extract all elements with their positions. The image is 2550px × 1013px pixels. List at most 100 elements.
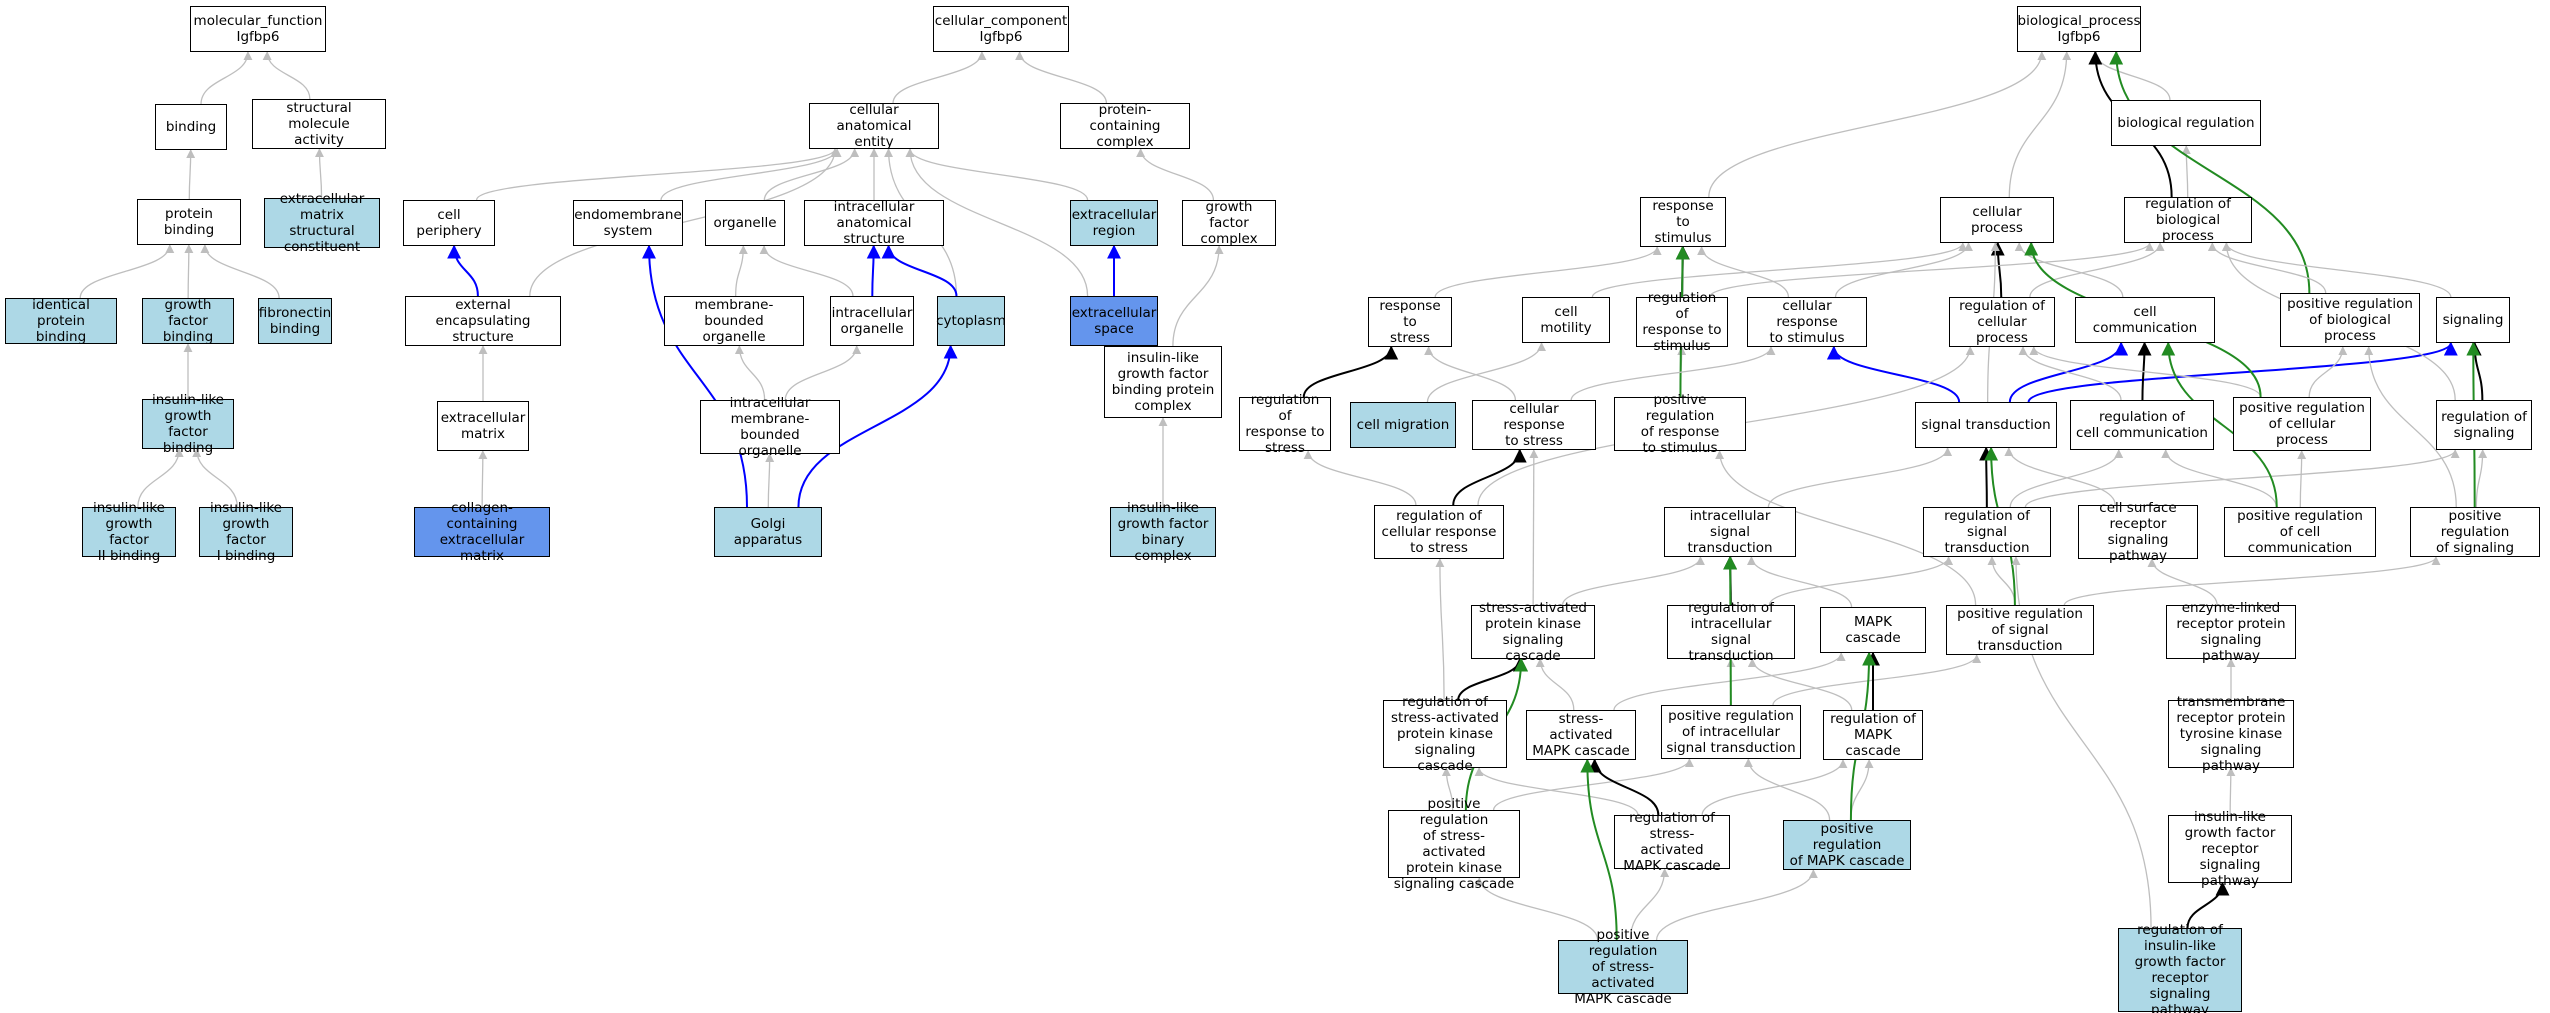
node-biological-regulation[interactable]: biological regulation [2111, 100, 2261, 146]
node-positive-regulation-of-mapk-cascade[interactable]: positive regulation of MAPK cascade [1783, 820, 1911, 870]
node-positive-regulation-of-signal-transduction[interactable]: positive regulation of signal transducti… [1946, 605, 2094, 655]
edge-prccomm-to-rccomm [2161, 449, 2277, 508]
node-growth-factor-binding[interactable]: growth factor binding [142, 297, 234, 345]
node-igf-i-binding[interactable]: insulin-like growth factor I binding [199, 500, 293, 564]
edge-csrsp-to-sigtrans [2004, 447, 2116, 506]
node-mapk-cascade[interactable]: MAPK cascade [1820, 607, 1926, 653]
edge-igf1-to-iigfb [192, 448, 238, 508]
node-regulation-of-igf-receptor-signaling-pathway[interactable]: regulation of insulin-like growth factor… [2118, 922, 2242, 1013]
node-molecular-function[interactable]: molecular_function Igfbp6 [190, 6, 326, 52]
node-insulin-like-gf-receptor-signaling-pathway[interactable]: insulin-like growth factor receptor sign… [2168, 809, 2292, 889]
node-igf-binary-complex[interactable]: insulin-like growth factor binary comple… [1110, 500, 1216, 564]
node-positive-regulation-of-intracellular-signal-transduction[interactable]: positive regulation of intracellular sig… [1661, 705, 1801, 759]
node-regulation-of-cellular-response-to-stress[interactable]: regulation of cellular response to stres… [1374, 505, 1504, 559]
node-cellular-component[interactable]: cellular_component Igfbp6 [933, 6, 1069, 52]
node-cellular-response-to-stress[interactable]: cellular response to stress [1472, 400, 1596, 450]
edge-rbp-to-breg [2181, 145, 2191, 198]
node-response-to-stimulus[interactable]: response to stimulus [1640, 197, 1726, 247]
node-intracellular-anatomical-structure[interactable]: intracellular anatomical structure [804, 199, 944, 247]
edge-rccomm-to-rcp [2018, 346, 2122, 401]
node-protein-containing-complex[interactable]: protein-containing complex [1060, 102, 1190, 150]
edge-sapk-to-ist [1561, 556, 1705, 606]
node-insulin-like-gf-binding[interactable]: insulin-like growth factor binding [142, 392, 234, 456]
node-collagen-containing-ecm[interactable]: collagen-containing extracellular matrix [414, 500, 550, 564]
node-cell-periphery[interactable]: cell periphery [403, 200, 495, 246]
node-structural-molecule-activity[interactable]: structural molecule activity [252, 99, 386, 149]
node-external-encapsulating-structure[interactable]: external encapsulating structure [405, 296, 561, 346]
node-cellular-process[interactable]: cellular process [1940, 197, 2054, 243]
node-regulation-of-intracellular-signal-transduction[interactable]: regulation of intracellular signal trans… [1667, 600, 1795, 664]
node-regulation-of-response-to-stress[interactable]: regulation of response to stress [1239, 392, 1331, 456]
node-cellular-anatomical-entity[interactable]: cellular anatomical entity [809, 102, 939, 150]
node-regulation-of-cell-communication[interactable]: regulation of cell communication [2070, 400, 2214, 450]
node-enzyme-linked-receptor-protein-signaling-pathway[interactable]: enzyme-linked receptor protein signaling… [2166, 600, 2296, 664]
edge-ecmsc-to-smact [314, 148, 325, 199]
node-regulation-of-biological-process[interactable]: regulation of biological process [2124, 196, 2252, 244]
node-regulation-of-signaling[interactable]: regulation of signaling [2436, 400, 2532, 450]
node-organelle[interactable]: organelle [705, 200, 785, 246]
node-ecm-structural-constituent[interactable]: extracellular matrix structural constitu… [264, 191, 380, 255]
node-regulation-of-cellular-process[interactable]: regulation of cellular process [1949, 297, 2055, 347]
node-regulation-of-response-to-stimulus[interactable]: regulation of response to stimulus [1636, 290, 1728, 354]
edge-rst-to-rccomm [2009, 449, 2124, 508]
node-response-to-stress[interactable]: response to stress [1368, 297, 1452, 347]
edge-igf2-to-iigfb [137, 448, 184, 508]
node-intracellular-signal-transduction[interactable]: intracellular signal transduction [1664, 507, 1796, 557]
edge-sigtrans-to-crstim [1826, 345, 1961, 403]
node-golgi-apparatus[interactable]: Golgi apparatus [714, 507, 822, 557]
edge-organelle-to-cae [763, 148, 860, 201]
node-endomembrane-system[interactable]: endomembrane system [573, 200, 683, 246]
edge-crstim-to-cproc [1834, 242, 1974, 298]
node-extracellular-matrix[interactable]: extracellular matrix [437, 401, 529, 451]
node-igf-binding-protein-complex[interactable]: insulin-like growth factor binding prote… [1104, 346, 1222, 418]
node-regulation-of-stress-activated-mapk-cascade[interactable]: regulation of stress-activated MAPK casc… [1614, 810, 1730, 874]
node-cell-migration[interactable]: cell migration [1350, 402, 1456, 448]
node-extracellular-region[interactable]: extracellular region [1070, 200, 1158, 246]
node-regulation-of-mapk-cascade[interactable]: regulation of MAPK cascade [1823, 710, 1923, 760]
edge-fibro-to-protbind [200, 244, 280, 299]
edge-rst-to-sigtrans [1979, 446, 1994, 508]
edge-cper-to-cae [475, 148, 840, 201]
node-fibronectin-binding[interactable]: fibronectin binding [258, 298, 332, 344]
node-positive-regulation-of-biological-process[interactable]: positive regulation of biological proces… [2280, 293, 2420, 347]
edge-rsamapk-to-rmapk [1701, 759, 1848, 816]
edge-rstress-to-rstim [1434, 246, 1662, 298]
node-cell-surface-receptor-signaling-pathway[interactable]: cell surface receptor signaling pathway [2078, 500, 2198, 564]
node-cellular-response-to-stimulus[interactable]: cellular response to stimulus [1747, 297, 1867, 347]
node-identical-protein-binding[interactable]: identical protein binding [5, 297, 117, 345]
edge-ist-to-sigtrans [1767, 447, 1953, 508]
edge-rmapk-to-rist [1747, 658, 1853, 711]
edge-prbp-to-bp [2109, 50, 2311, 294]
node-igf-ii-binding[interactable]: insulin-like growth factor II binding [82, 500, 176, 564]
node-stress-activated-protein-kinase-signaling-cascade[interactable]: stress-activated protein kinase signalin… [1471, 600, 1595, 664]
node-signal-transduction[interactable]: signal transduction [1915, 402, 2057, 448]
node-cell-communication[interactable]: cell communication [2075, 297, 2215, 343]
edge-idprot-to-protbind [79, 244, 175, 299]
edge-prccomm-to-ccomm [2161, 341, 2278, 508]
node-signaling[interactable]: signaling [2436, 297, 2510, 343]
node-positive-regulation-of-response-to-stimulus[interactable]: positive regulation of response to stimu… [1614, 392, 1746, 456]
node-binding[interactable]: binding [155, 104, 227, 150]
node-protein-binding[interactable]: protein binding [137, 199, 241, 245]
edge-rist-to-rst [1768, 556, 1954, 606]
node-positive-regulation-of-cell-communication[interactable]: positive regulation of cell communicatio… [2224, 507, 2376, 557]
node-biological-process[interactable]: biological_process Igfbp6 [2017, 6, 2141, 52]
node-regulation-of-sapk-signaling-cascade[interactable]: regulation of stress-activated protein k… [1383, 694, 1507, 774]
node-intracellular-membrane-bounded-organelle[interactable]: intracellular membrane-bounded organelle [700, 395, 840, 459]
edge-prccomm-to-prcp [2297, 450, 2307, 508]
node-stress-activated-mapk-cascade[interactable]: stress-activated MAPK cascade [1526, 710, 1636, 760]
node-positive-regulation-of-signaling[interactable]: positive regulation of signaling [2410, 507, 2540, 557]
node-cell-motility[interactable]: cell motility [1522, 297, 1610, 343]
node-extracellular-space[interactable]: extracellular space [1070, 296, 1158, 346]
edge-rsamapk-to-samapk [1587, 758, 1660, 816]
node-transmembrane-receptor-protein-tyrosine-kinase-signaling[interactable]: transmembrane receptor protein tyrosine … [2168, 694, 2294, 774]
node-membrane-bounded-organelle[interactable]: membrane-bounded organelle [664, 296, 804, 346]
node-positive-regulation-of-cellular-process[interactable]: positive regulation of cellular process [2233, 397, 2371, 451]
node-cytoplasm[interactable]: cytoplasm [936, 296, 1006, 346]
node-intracellular-organelle[interactable]: intracellular organelle [830, 296, 914, 346]
node-positive-regulation-of-stress-activated-mapk-cascade[interactable]: positive regulation of stress-activated … [1558, 927, 1688, 1007]
node-growth-factor-complex[interactable]: growth factor complex [1182, 199, 1276, 247]
node-positive-regulation-of-sapk-signaling-cascade[interactable]: positive regulation of stress-activated … [1388, 796, 1520, 892]
edge-crstress-to-crstim [1570, 346, 1776, 401]
node-regulation-of-signal-transduction[interactable]: regulation of signal transduction [1923, 507, 2051, 557]
